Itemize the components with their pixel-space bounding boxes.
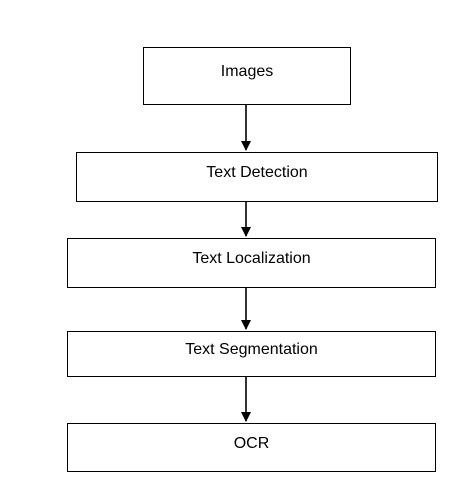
step-label: OCR (233, 434, 270, 452)
arrowhead (241, 141, 251, 151)
arrowhead (241, 227, 251, 237)
step-images-box: Images (143, 47, 351, 105)
step-label: Text Localization (192, 250, 311, 267)
arrowhead (241, 412, 251, 422)
step-label: Text Segmentation (185, 341, 318, 358)
step-text-localization-box: Text Localization (67, 238, 436, 288)
step-label: Images (220, 63, 274, 80)
step-text-segmentation-box: Text Segmentation (67, 331, 436, 377)
arrowhead (241, 320, 251, 330)
step-label: Text Detection (206, 164, 308, 181)
step-text-detection-box: Text Detection (76, 152, 438, 202)
step-ocr-box: OCR (67, 423, 436, 472)
